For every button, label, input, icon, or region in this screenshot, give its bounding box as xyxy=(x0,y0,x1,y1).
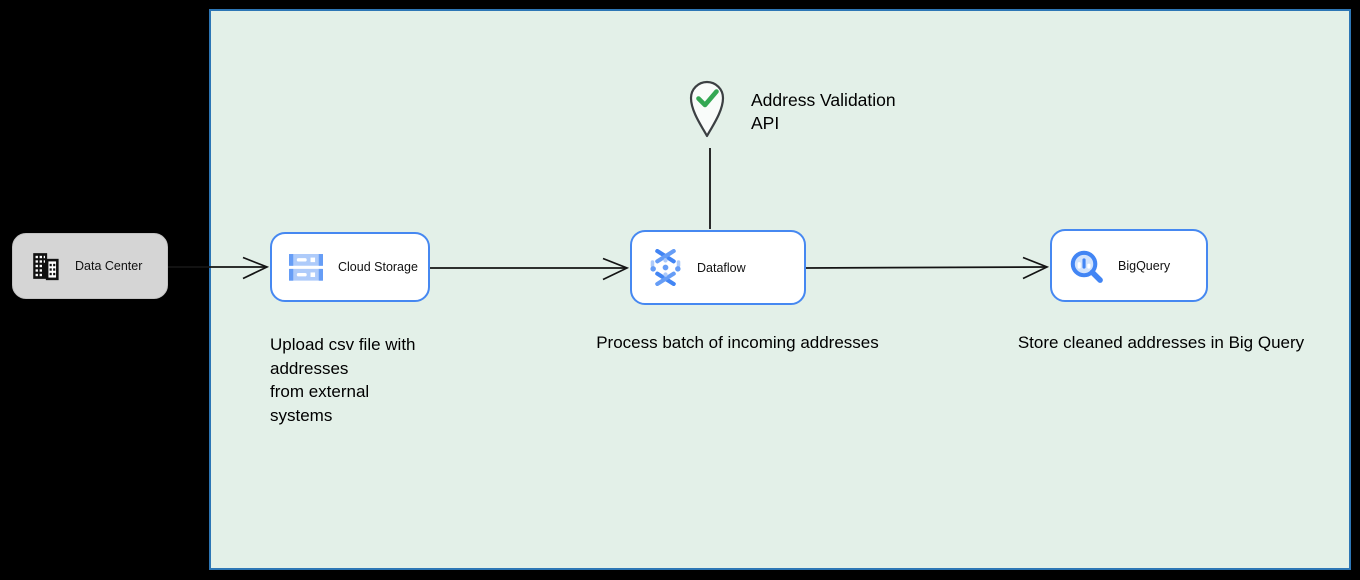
building-icon xyxy=(33,253,59,281)
node-data-center[interactable]: Data Center xyxy=(12,233,168,299)
node-dataflow[interactable]: Dataflow xyxy=(630,230,806,305)
node-label-dataflow: Dataflow xyxy=(697,260,746,275)
marker-label-address-validation-api: Address Validation API xyxy=(751,90,896,133)
node-bigquery[interactable]: BigQuery xyxy=(1050,229,1208,302)
bigquery-icon xyxy=(1070,250,1103,283)
dataflow-icon xyxy=(650,249,681,286)
node-label-bigquery: BigQuery xyxy=(1118,258,1171,273)
cloud-storage-icon xyxy=(289,253,323,281)
node-cloud-storage[interactable]: Cloud Storage xyxy=(270,232,430,302)
node-label-data-center: Data Center xyxy=(75,259,143,273)
map-pin-check-icon xyxy=(689,80,725,138)
note-process-batch: Process batch of incoming addresses xyxy=(596,333,879,352)
note-store-cleaned: Store cleaned addresses in Big Query xyxy=(1017,333,1305,352)
note-upload-csv: Upload csv file with addresses from exte… xyxy=(270,335,416,425)
node-label-cloud-storage: Cloud Storage xyxy=(338,260,418,274)
